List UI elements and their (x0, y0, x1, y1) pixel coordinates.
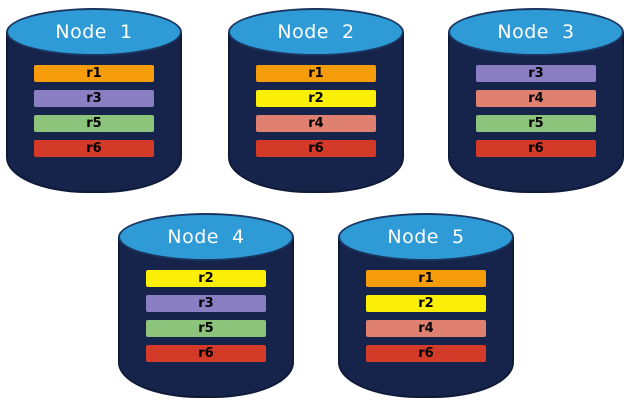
database-node-1[interactable]: r1 r3 r5 r6 Node 1 (6, 8, 182, 193)
replica-bar-r1[interactable]: r1 (34, 65, 154, 82)
node-top-ellipse (448, 8, 624, 56)
replica-bar-r6[interactable]: r6 (146, 345, 266, 362)
replica-bar-r6[interactable]: r6 (256, 140, 376, 157)
replica-bar-r4[interactable]: r4 (476, 90, 596, 107)
replica-bar-r6[interactable]: r6 (476, 140, 596, 157)
replica-list: r1 r2 r4 r6 (228, 65, 404, 157)
replica-bar-r2[interactable]: r2 (366, 295, 486, 312)
node-top-ellipse (338, 213, 514, 261)
replica-bar-r6[interactable]: r6 (366, 345, 486, 362)
replica-list: r3 r4 r5 r6 (448, 65, 624, 157)
database-node-4[interactable]: r2 r3 r5 r6 Node 4 (118, 213, 294, 398)
replica-bar-r3[interactable]: r3 (34, 90, 154, 107)
replica-list: r2 r3 r5 r6 (118, 270, 294, 362)
node-label: Node 5 (387, 226, 465, 248)
replica-bar-r5[interactable]: r5 (146, 320, 266, 337)
replica-bar-r6[interactable]: r6 (34, 140, 154, 157)
database-node-5[interactable]: r1 r2 r4 r6 Node 5 (338, 213, 514, 398)
replica-bar-r2[interactable]: r2 (256, 90, 376, 107)
node-body (118, 237, 294, 398)
node-label: Node 4 (167, 226, 245, 248)
replica-bar-r1[interactable]: r1 (256, 65, 376, 82)
database-node-2[interactable]: r1 r2 r4 r6 Node 2 (228, 8, 404, 193)
node-body (228, 32, 404, 193)
node-top-ellipse (118, 213, 294, 261)
replica-bar-r3[interactable]: r3 (146, 295, 266, 312)
replica-bar-r2[interactable]: r2 (146, 270, 266, 287)
node-top-ellipse (228, 8, 404, 56)
node-label: Node 1 (55, 21, 133, 43)
node-label: Node 2 (277, 21, 355, 43)
node-label: Node 3 (497, 21, 575, 43)
replica-bar-r1[interactable]: r1 (366, 270, 486, 287)
replica-list: r1 r2 r4 r6 (338, 270, 514, 362)
replica-bar-r5[interactable]: r5 (476, 115, 596, 132)
replica-bar-r3[interactable]: r3 (476, 65, 596, 82)
replica-bar-r5[interactable]: r5 (34, 115, 154, 132)
node-top-ellipse (6, 8, 182, 56)
replica-bar-r4[interactable]: r4 (256, 115, 376, 132)
node-body (448, 32, 624, 193)
database-node-3[interactable]: r3 r4 r5 r6 Node 3 (448, 8, 624, 193)
replica-list: r1 r3 r5 r6 (6, 65, 182, 157)
replica-bar-r4[interactable]: r4 (366, 320, 486, 337)
